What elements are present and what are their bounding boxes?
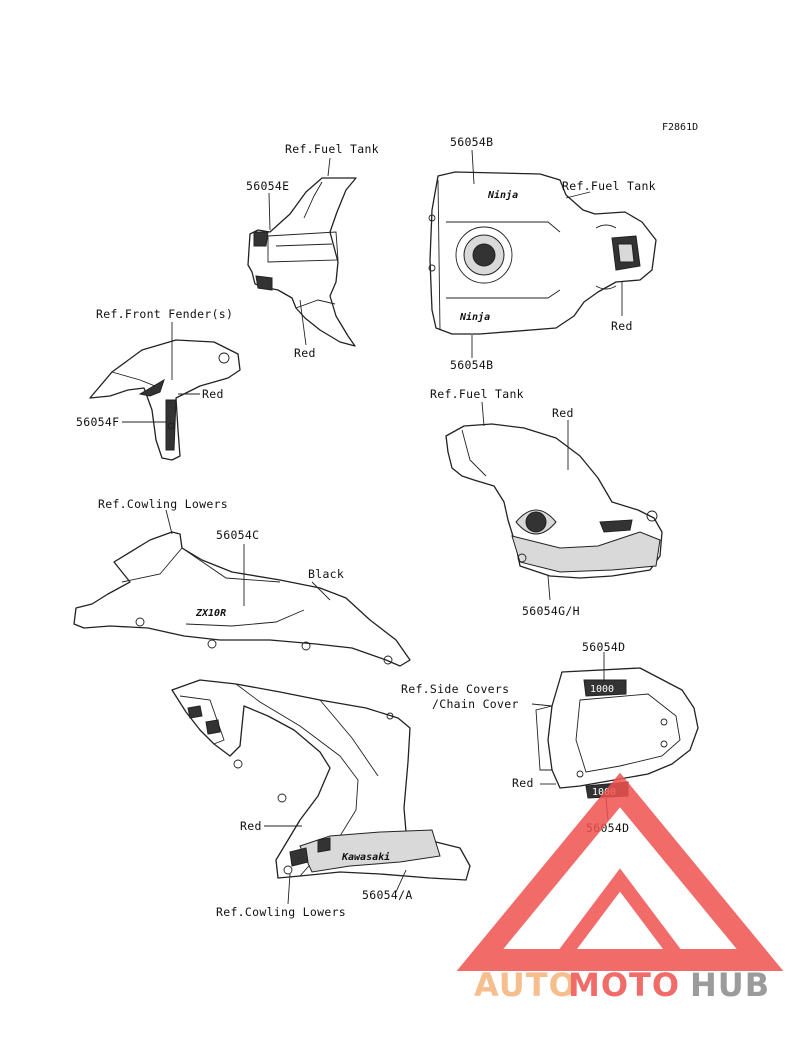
label-ref-cowling-lowers-1: Ref.Cowling Lowers (98, 497, 228, 511)
fuel-tank-top-part: Ninja Ninja (428, 171, 657, 335)
kawasaki-decal: Kawasaki (341, 851, 390, 863)
label-red-5: Red (512, 776, 534, 790)
tail-cowl-part: 1000 1000 (535, 667, 699, 799)
ninja-decal-top: Ninja (487, 189, 518, 201)
watermark-hub: HUB (690, 966, 770, 1004)
label-red-3: Red (202, 387, 224, 401)
label-56054G-H: 56054G/H (522, 604, 580, 618)
label-red-1: Red (294, 346, 316, 360)
fuel-tank-cover-part (247, 177, 357, 347)
label-ref-front-fender: Ref.Front Fender(s) (96, 307, 233, 321)
figure-code: F2861D (662, 122, 698, 133)
label-chain-cover: /Chain Cover (432, 697, 519, 711)
label-ref-fuel-tank-2: Ref.Fuel Tank (562, 179, 656, 193)
ninja-decal-bottom: Ninja (459, 311, 490, 323)
label-red-4: Red (552, 406, 574, 420)
label-ref-cowling-lowers-2: Ref.Cowling Lowers (216, 905, 346, 919)
label-56054F: 56054F (76, 415, 119, 429)
label-red-2: Red (611, 319, 633, 333)
label-56054B-2: 56054B (450, 358, 493, 372)
label-red-6: Red (240, 819, 262, 833)
label-ref-side-covers: Ref.Side Covers (401, 682, 509, 696)
tail-decal-top: 1000 (590, 684, 614, 695)
upper-cowling-part: ZX10R (73, 531, 411, 667)
watermark-auto: AUTO (474, 966, 577, 1004)
label-ref-fuel-tank-1: Ref.Fuel Tank (285, 142, 379, 156)
label-56054C: 56054C (216, 528, 259, 542)
label-56054B-1: 56054B (450, 135, 493, 149)
watermark-moto: MOTO (568, 966, 680, 1004)
side-fairing-part: Kawasaki (171, 679, 471, 881)
automotohub-watermark: AUTO MOTO HUB (456, 772, 784, 1004)
label-ref-fuel-tank-3: Ref.Fuel Tank (430, 387, 524, 401)
label-56054D-1: 56054D (582, 640, 625, 654)
front-fender-part (89, 339, 241, 461)
label-56054-A: 56054/A (362, 888, 413, 902)
label-56054E: 56054E (246, 179, 289, 193)
fuel-tank-side-cover-part (445, 423, 663, 579)
zx10r-decal: ZX10R (195, 608, 226, 619)
label-black: Black (308, 567, 344, 581)
